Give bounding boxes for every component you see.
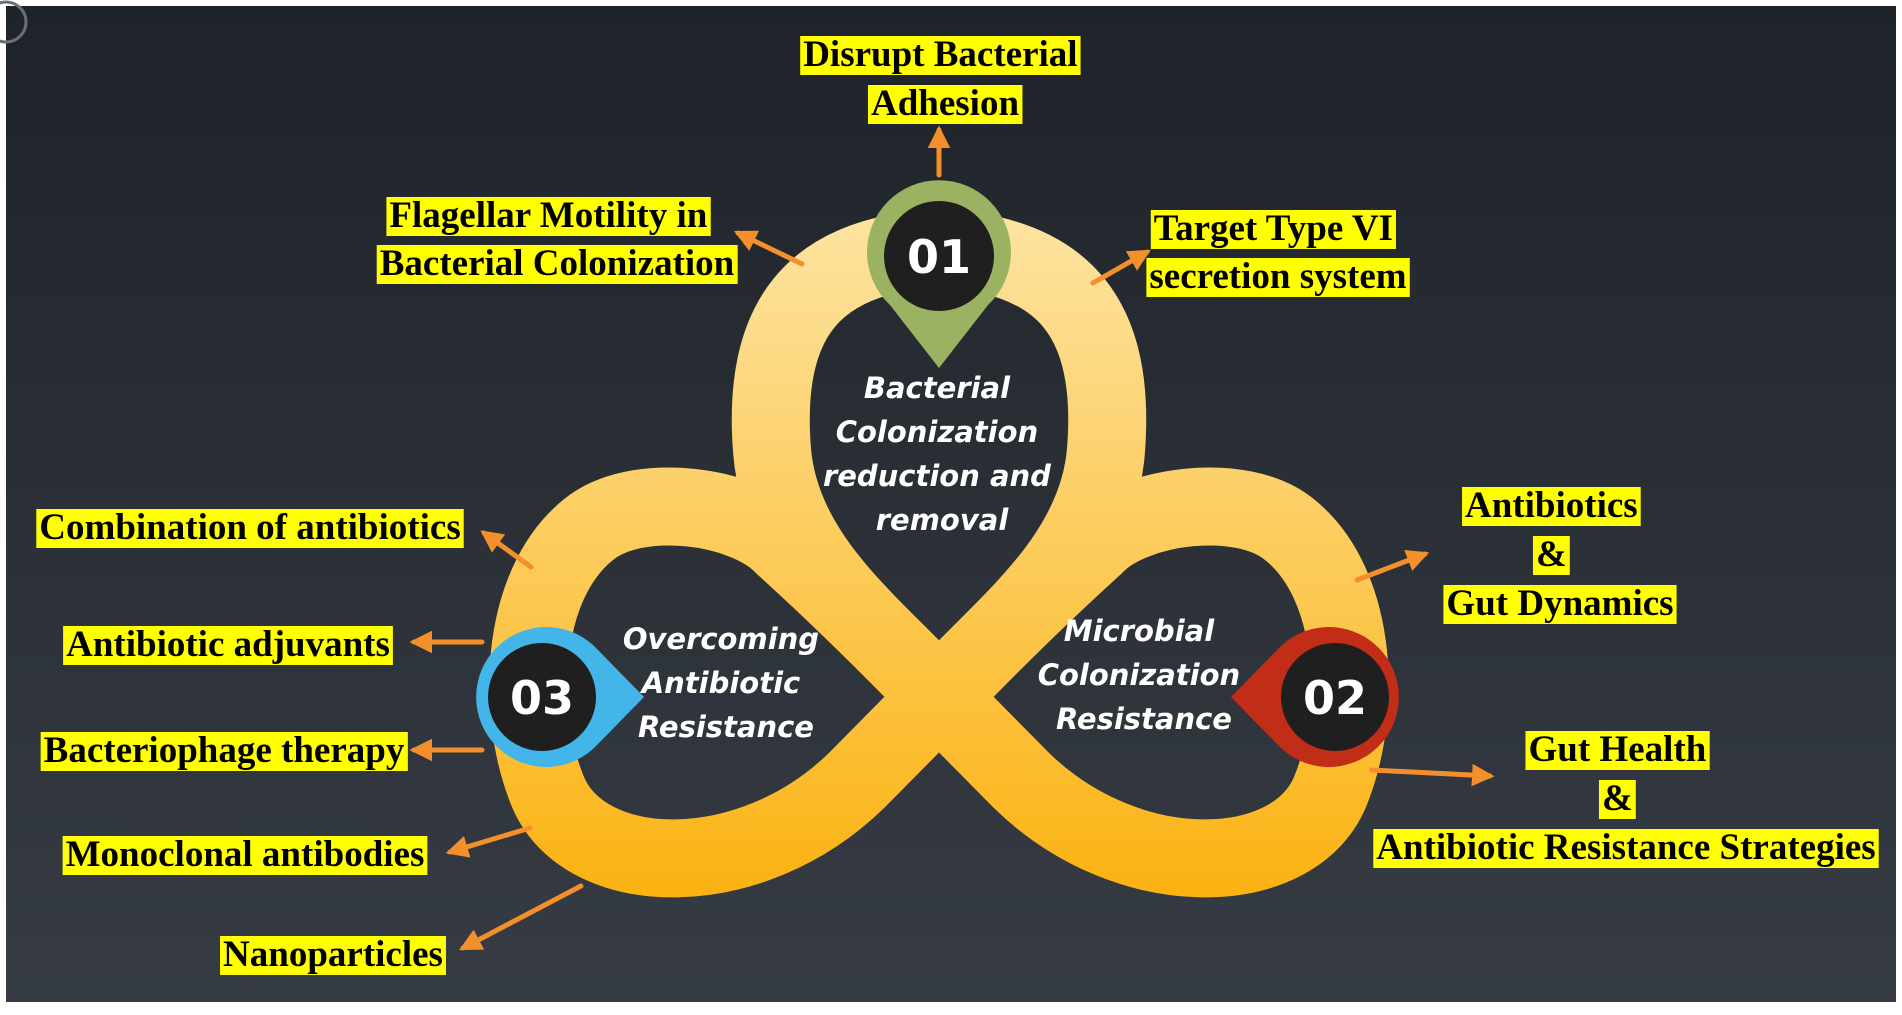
svg-text:Bacteriophage therapy: Bacteriophage therapy <box>44 730 405 771</box>
label-disrupt-line-2: Adhesion <box>871 83 1019 124</box>
label-flagellar: Flagellar Motility in Bacterial Coloniza… <box>376 195 738 284</box>
label-nano-line-1: Nanoparticles <box>223 934 443 975</box>
label-flagellar-line-1: Flagellar Motility in <box>389 195 707 236</box>
label-adjuvants: Antibiotic adjuvants <box>63 624 393 665</box>
label-gut-dynamics-highlight-1 <box>1462 487 1641 526</box>
label-flagellar-highlight-1 <box>386 197 711 236</box>
arrow-flagellar <box>733 230 805 267</box>
lobe-right-text: Microbial Colonization Resistance <box>1038 614 1251 736</box>
label-gut-health: Gut Health & Antibiotic Resistance Strat… <box>1373 729 1879 868</box>
svg-text:Gut Health & Antib: Gut Health & Antibiotic Resistance Strat… <box>1376 729 1875 868</box>
label-combination-line-1: Combination of antibiotics <box>39 507 460 548</box>
label-phage-line-1: Bacteriophage therapy <box>44 730 405 771</box>
svg-text:Antibiotics & Gut: Antibiotics & Gut Dynamics <box>1446 485 1673 624</box>
lobe-top-text: Bacterial Colonization reduction and rem… <box>823 371 1061 537</box>
label-disrupt-line-1: Disrupt Bacterial <box>803 34 1077 75</box>
label-gut-dynamics-line-1: Antibiotics <box>1465 485 1638 526</box>
lobe-left-line-1: Overcoming <box>623 622 819 656</box>
lobe-right-line-2: Colonization <box>1038 658 1240 692</box>
label-typevi-line-2: secretion system <box>1149 256 1406 297</box>
label-gut-dynamics-line-2: & <box>1536 534 1567 575</box>
label-gut-health-line-1: Gut Health <box>1528 729 1706 770</box>
label-nano: Nanoparticles <box>220 934 446 975</box>
lobe-left-line-2: Antibiotic <box>640 666 801 700</box>
lobe-left-line-3: Resistance <box>638 710 814 744</box>
label-combination: Combination of antibiotics <box>36 507 464 548</box>
arrow-nano <box>459 883 584 951</box>
arrow-gut-dynamics <box>1354 549 1430 583</box>
label-monoclonal: Monoclonal antibodies <box>62 834 428 875</box>
svg-text:Flagellar Motility in Ba: Flagellar Motility in Bacterial Coloniza… <box>380 195 735 284</box>
label-phage-highlight-1 <box>40 732 408 771</box>
arrows <box>409 125 1495 951</box>
label-flagellar-line-2: Bacterial Colonization <box>380 243 735 284</box>
label-monoclonal-line-1: Monoclonal antibodies <box>66 834 425 875</box>
label-typevi-highlight-2 <box>1146 258 1410 297</box>
lobe-right-line-1: Microbial <box>1064 614 1215 648</box>
label-typevi: Target Type VI secretion system <box>1146 208 1410 297</box>
svg-text:Nanoparticles: Nanoparticles <box>223 934 443 975</box>
pin-03-number: 03 <box>510 671 574 725</box>
arrow-combination <box>480 530 534 570</box>
label-monoclonal-highlight-1 <box>62 836 428 875</box>
label-gut-health-highlight-1 <box>1525 731 1710 770</box>
label-gut-health-line-3: Antibiotic Resistance Strategies <box>1376 827 1875 868</box>
label-flagellar-highlight-2 <box>376 245 738 284</box>
label-adjuvants-line-1: Antibiotic adjuvants <box>66 624 390 665</box>
label-phage: Bacteriophage therapy <box>40 730 408 771</box>
label-gut-dynamics-highlight-2 <box>1532 536 1570 575</box>
label-gut-health-highlight-2 <box>1598 780 1636 819</box>
label-combination-highlight-1 <box>36 509 464 548</box>
svg-text:Monoclonal antibodies: Monoclonal antibodies <box>66 834 425 875</box>
label-gut-health-highlight-3 <box>1373 829 1879 868</box>
pin-01: 01 <box>866 180 1011 368</box>
pin-02-number: 02 <box>1303 671 1367 725</box>
lobe-right-line-3: Resistance <box>1056 702 1232 736</box>
corner-ring-icon <box>0 0 28 44</box>
lobe-top-line-3: reduction and <box>823 459 1051 493</box>
lobe-top-line-2: Colonization <box>836 415 1038 449</box>
lobe-left-text: Overcoming Antibiotic Resistance <box>623 622 829 744</box>
pin-02: 02 <box>1231 627 1399 768</box>
svg-text:Antibiotic adjuvants: Antibiotic adjuvants <box>66 624 390 665</box>
label-typevi-highlight-1 <box>1150 210 1396 249</box>
lobe-top-line-4: removal <box>876 503 1010 537</box>
pin-02-center <box>1281 643 1389 751</box>
arrow-gut-health <box>1369 763 1495 787</box>
label-gut-health-line-2: & <box>1602 778 1633 819</box>
arrow-typevi <box>1090 249 1151 286</box>
pin-01-center <box>884 201 994 311</box>
svg-text:Target Type VI secretion: Target Type VI secretion system <box>1149 208 1406 297</box>
pin-03-center <box>488 643 596 751</box>
label-nano-highlight-1 <box>220 936 446 975</box>
label-gut-dynamics-line-3: Gut Dynamics <box>1446 583 1673 624</box>
svg-text:Combination of antibiotics: Combination of antibiotics <box>39 507 460 548</box>
label-disrupt-highlight-2 <box>867 85 1023 124</box>
pin-01-number: 01 <box>907 230 971 284</box>
label-adjuvants-highlight-1 <box>63 626 393 665</box>
label-disrupt-highlight-1 <box>800 36 1081 75</box>
label-typevi-line-1: Target Type VI <box>1154 208 1393 249</box>
label-disrupt: Disrupt Bacterial Adhesion <box>800 34 1087 124</box>
arrow-monoclonal <box>445 825 533 858</box>
label-gut-dynamics: Antibiotics & Gut Dynamics <box>1443 485 1677 624</box>
pin-03: 03 <box>476 626 644 767</box>
label-gut-dynamics-highlight-3 <box>1443 585 1677 624</box>
lobe-top-line-1: Bacterial <box>864 371 1011 405</box>
svg-text:Disrupt Bacterial Adhesi: Disrupt Bacterial Adhesion <box>803 34 1087 124</box>
